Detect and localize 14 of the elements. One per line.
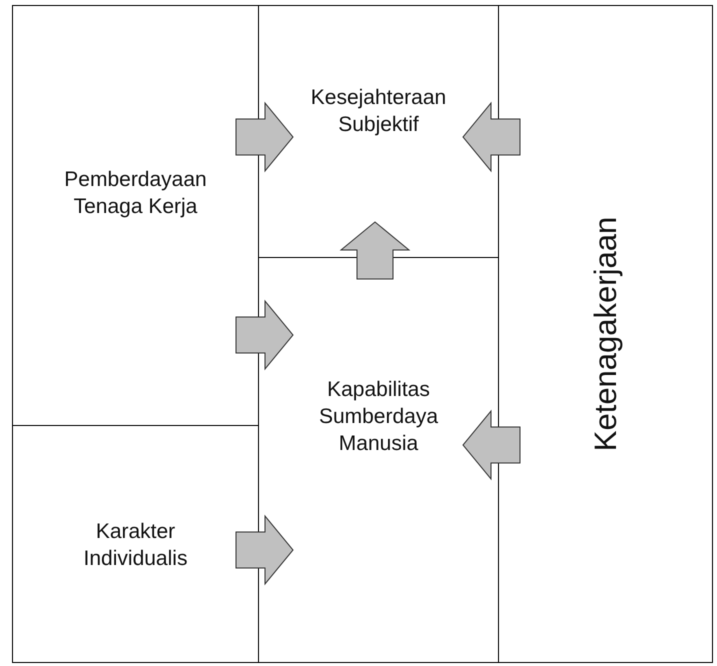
block-arrow [340,221,410,280]
concept-box [12,5,259,426]
block-arrow [236,514,294,586]
block-arrow [462,102,520,172]
box-label: Pemberdayaan Tenaga Kerja [63,167,208,220]
box-label: Ketenagakerjaan [588,216,624,452]
block-arrow [462,410,520,480]
block-arrow [236,102,294,172]
block-arrow [236,300,294,370]
box-label: Karakter Individualis [82,519,188,572]
concept-box [498,5,713,663]
concept-box [12,425,259,663]
box-label: Kapabilitas Sumberdaya Manusia [318,377,440,457]
box-label: Kesejahteraan Subjektif [310,85,448,138]
